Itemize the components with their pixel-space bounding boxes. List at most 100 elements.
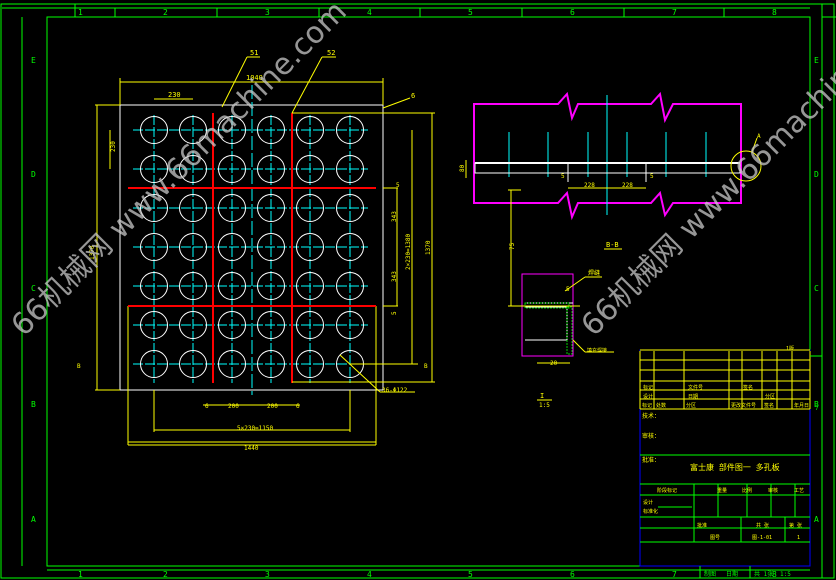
hole	[257, 233, 285, 261]
hole-callout: 36-Φ122	[382, 387, 408, 394]
dim-bottom: 200	[228, 403, 239, 410]
column-label-bottom: 6	[570, 570, 575, 579]
leader	[382, 97, 411, 109]
tb-text: 文件号	[688, 384, 703, 391]
fill-note: 填充焊接	[587, 347, 607, 354]
hole	[296, 311, 324, 339]
row-label-left: B	[31, 400, 36, 409]
tb-text: 标记	[643, 384, 653, 391]
column-label-top: 7	[672, 8, 677, 17]
footer-text: 1:5	[780, 571, 791, 578]
section-mark: B	[77, 363, 81, 370]
hole	[218, 311, 246, 339]
dim-228: 228	[584, 182, 595, 189]
dim-228: 228	[622, 182, 633, 189]
hole	[140, 350, 168, 378]
hole	[140, 311, 168, 339]
tb-header: 标记	[642, 402, 652, 409]
hole	[140, 116, 168, 144]
dim-overall-height: 1370	[425, 240, 432, 255]
column-label-bottom: 2	[163, 570, 168, 579]
hole	[257, 311, 285, 339]
dim-left-pitch: 230	[110, 141, 117, 152]
section-outline	[521, 273, 574, 357]
revision: 1版	[786, 345, 794, 352]
row-label-right: E	[814, 56, 819, 65]
tb-num: 1	[797, 535, 800, 541]
hole	[179, 272, 207, 300]
hole	[296, 155, 324, 183]
tb-header: 签名	[764, 402, 774, 409]
hole	[336, 155, 364, 183]
column-label-bottom: 1	[78, 570, 83, 579]
column-label-bottom: 4	[367, 570, 372, 579]
hole	[140, 194, 168, 222]
tb-header: 年月日	[794, 402, 809, 409]
column-label-bottom: 7	[672, 570, 677, 579]
hole	[218, 272, 246, 300]
tb-stage: 阶段标记	[657, 487, 677, 494]
outer-frame	[0, 3, 835, 579]
dim-bottom: 6	[205, 403, 209, 410]
tb-proj: 图-1-01	[752, 535, 772, 541]
dim-5: 5	[650, 173, 654, 180]
dim-side-left: 80	[459, 164, 466, 172]
footer-text: 共 1张	[754, 570, 773, 578]
dim-bottom: 200	[267, 403, 278, 410]
weld-hatch	[566, 306, 573, 355]
side-mark: 7	[815, 405, 819, 412]
hole	[296, 194, 324, 222]
side-view-outline	[473, 91, 742, 221]
tb-approve: 批准：	[642, 456, 660, 464]
inner-frame	[46, 16, 811, 567]
row-label-left: E	[31, 56, 36, 65]
tb-sheet: 共 张	[756, 522, 769, 529]
dim-overall-width: 1040	[246, 74, 263, 82]
row-label-left: C	[31, 284, 36, 293]
leader	[572, 339, 586, 353]
column-label-top: 3	[265, 8, 270, 17]
leader	[564, 276, 586, 292]
tb-design: 设计	[643, 499, 653, 506]
hole	[257, 194, 285, 222]
tb-review: 审核：	[642, 432, 660, 440]
tb-weight: 重量	[717, 487, 727, 494]
tb-header: 更改文件号	[731, 402, 756, 409]
hole	[140, 233, 168, 261]
section-scale: 1:5	[539, 402, 550, 409]
footer-text: 制图	[704, 570, 716, 578]
hole	[218, 155, 246, 183]
section-tag: 5	[566, 286, 570, 293]
dim-pitch-v: 343	[391, 271, 398, 282]
hole	[179, 233, 207, 261]
column-label-top: 4	[367, 8, 372, 17]
hole	[296, 233, 324, 261]
tb-header: 处数	[656, 402, 666, 409]
hole	[179, 116, 207, 144]
hole	[336, 116, 364, 144]
hole	[218, 350, 246, 378]
dim-bottom: 6	[296, 403, 300, 410]
row-label-left: A	[31, 515, 36, 524]
column-label-top: 2	[163, 8, 168, 17]
tb-approve2: 批准	[697, 522, 707, 529]
tb-text: 设计	[643, 393, 653, 400]
row-label-right: C	[814, 284, 819, 293]
hole	[296, 272, 324, 300]
hole	[218, 116, 246, 144]
hole	[179, 311, 207, 339]
column-label-bottom: 3	[265, 570, 270, 579]
tb-code: 图号	[710, 535, 720, 541]
section-title: B-B	[606, 241, 619, 249]
weld-note: 焊缝	[588, 269, 600, 277]
hole	[179, 194, 207, 222]
leader	[221, 56, 248, 108]
hole	[336, 233, 364, 261]
tb-text: 分区	[765, 393, 775, 400]
scale-label: I	[540, 392, 544, 400]
column-label-top: 6	[570, 8, 575, 17]
dim-pitch-v: 343	[391, 211, 398, 222]
tb-page: 第 张	[789, 522, 802, 529]
hole	[257, 116, 285, 144]
tb-header: 分区	[686, 402, 696, 409]
